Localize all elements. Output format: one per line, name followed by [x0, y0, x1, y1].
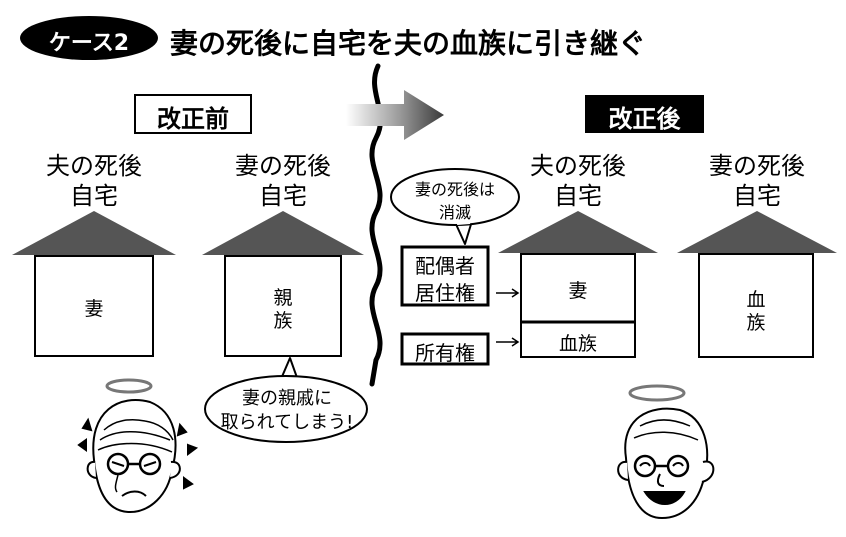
before-house-right-owner-1: 親 [273, 287, 293, 309]
after-thought-line-2: 消滅 [438, 203, 471, 222]
after-house-right-owner-1: 血 [746, 289, 766, 311]
ownership-label: 所有権 [415, 341, 475, 365]
before-house-left-caption-1: 夫の死後 [46, 152, 142, 180]
label-arrows [496, 288, 520, 347]
after-house-left-body [520, 253, 636, 358]
after-house-left-roof [498, 211, 658, 253]
smiling-man-illustration [617, 384, 715, 520]
before-speech-line-1: 妻の親戚に [242, 388, 332, 409]
spouse-residence-right-line-1: 配偶者 [415, 254, 475, 278]
spouse-residence-right-line-2: 居住権 [415, 281, 475, 305]
case-badge: ケース2 [48, 31, 130, 56]
after-thought-bubble [390, 168, 520, 226]
before-speech-line-2: 取られてしまう! [220, 412, 354, 433]
after-house-right-owner-2: 族 [746, 312, 766, 334]
after-house-left-top-cell: 妻 [568, 280, 588, 302]
transition-arrow [346, 90, 444, 140]
before-speech-bubble [204, 375, 368, 443]
before-house-right-body [224, 255, 342, 357]
after-house-right-caption-2: 自宅 [733, 182, 781, 210]
crying-man-illustration [77, 378, 199, 514]
before-house-left-owner: 妻 [84, 298, 104, 320]
before-house-left-caption-2: 自宅 [70, 182, 118, 210]
before-house-right-caption-2: 自宅 [259, 182, 307, 210]
after-thought-bubble-tail [454, 220, 473, 245]
after-house-right-roof [677, 211, 837, 253]
before-house-right-owner-2: 族 [273, 310, 293, 332]
after-house-right-body [698, 253, 814, 358]
after-house-right-caption-1: 妻の死後 [709, 152, 805, 180]
before-house-left-roof [12, 211, 176, 255]
case-badge-shape [20, 16, 158, 60]
after-house-left-caption-1: 夫の死後 [530, 152, 626, 180]
ownership-box [400, 332, 490, 366]
page-title: 妻の死後に自宅を夫の血族に引き継ぐ [170, 27, 647, 60]
after-house-left-caption-2: 自宅 [554, 182, 602, 210]
before-house-right-roof [202, 211, 364, 255]
before-house-right-caption-1: 妻の死後 [235, 152, 331, 180]
before-label: 改正前 [157, 105, 229, 133]
spouse-residence-right-box [400, 245, 490, 307]
after-label: 改正後 [608, 105, 681, 133]
after-label-box [585, 95, 704, 133]
before-house-left-body [34, 255, 154, 357]
after-house-left-bottom-cell: 血族 [558, 333, 597, 355]
after-thought-line-1: 妻の死後は [414, 180, 495, 199]
before-label-box [134, 94, 252, 134]
